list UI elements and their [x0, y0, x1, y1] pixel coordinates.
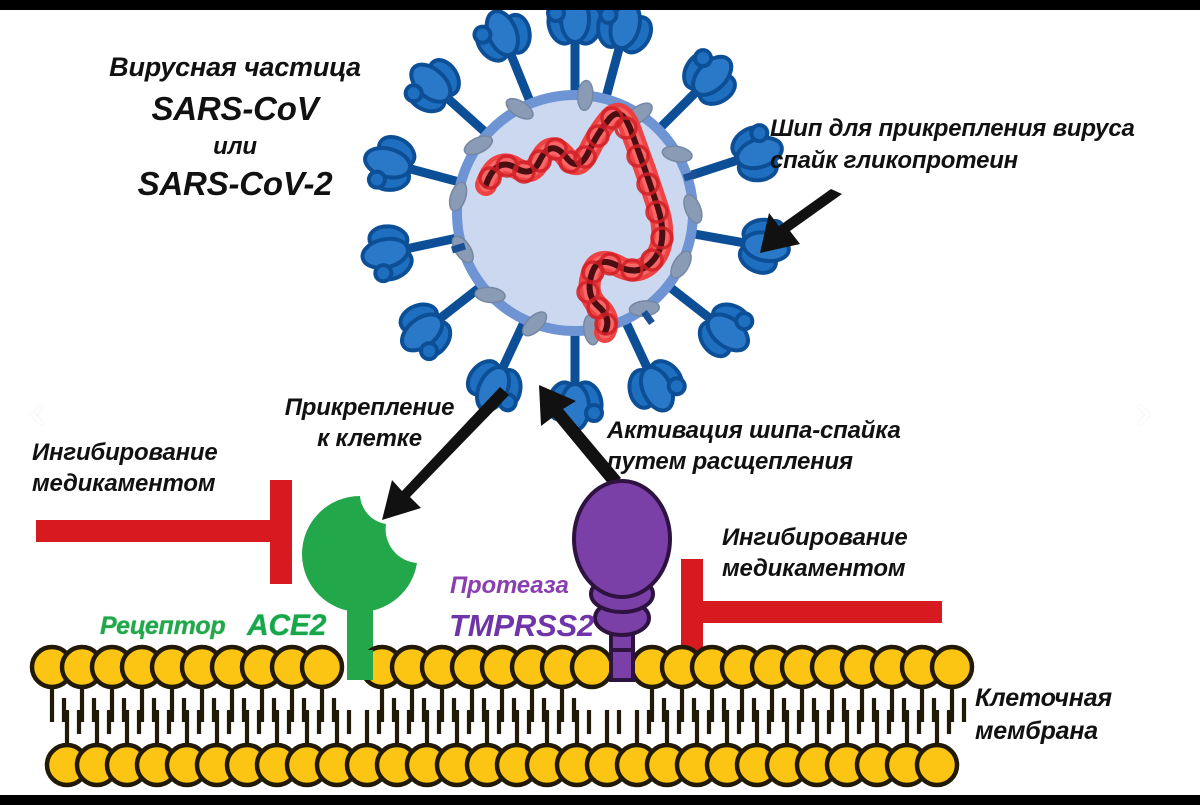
label-receptor-prefix: Рецептор	[100, 612, 226, 640]
label-inhibition-drug-left: Ингибирование медикаментом	[32, 439, 218, 498]
label-receptor-ace2: ACE2	[247, 609, 327, 642]
frame-bottom-bar	[0, 795, 1200, 805]
diagram-graphics	[29, 10, 975, 788]
arrow-activation	[539, 385, 621, 487]
virus-particle-title: Вирусная частица	[109, 52, 361, 82]
label-protease-prefix: Протеаза	[450, 572, 569, 599]
virus-name-sars-cov-2: SARS-CoV-2	[137, 165, 333, 202]
rna-strand	[475, 102, 674, 343]
next-chevron-icon[interactable]: ›	[1136, 385, 1152, 437]
frame-top-bar	[0, 0, 1200, 10]
virus-name-sars-cov: SARS-CoV	[151, 90, 319, 127]
label-spike-glycoprotein: Шип для прикрепления вируса спайк гликоп…	[770, 115, 1135, 175]
virus-particle	[356, 10, 794, 430]
label-inhibition-drug-right: Ингибирование медикаментом	[722, 524, 908, 583]
label-attachment-to-cell: Прикрепление к клетке	[284, 394, 455, 453]
label-protease-tmprss2: TMPRSS2	[449, 608, 595, 643]
diagram-area: Вирусная частица SARS-CoV или SARS-CoV-2…	[0, 10, 1200, 795]
prev-chevron-icon[interactable]: ‹	[30, 385, 46, 437]
ace2-stem-in-membrane	[347, 650, 373, 680]
arrow-spike-pointer	[760, 189, 842, 253]
inhibitor-bar-left	[36, 480, 292, 584]
tmprss2-stem-in-membrane	[609, 648, 635, 682]
inhibitor-bar-right	[681, 559, 942, 663]
label-cell-membrane: Клеточная мембрана	[975, 684, 1112, 745]
cell-membrane-bilayer	[29, 644, 975, 788]
virus-name-conjunction: или	[213, 133, 257, 160]
membrane-protein-group	[445, 79, 707, 347]
arrow-attachment	[382, 387, 509, 520]
label-spike-activation: Активация шипа-спайка путем расщепления	[607, 417, 901, 476]
